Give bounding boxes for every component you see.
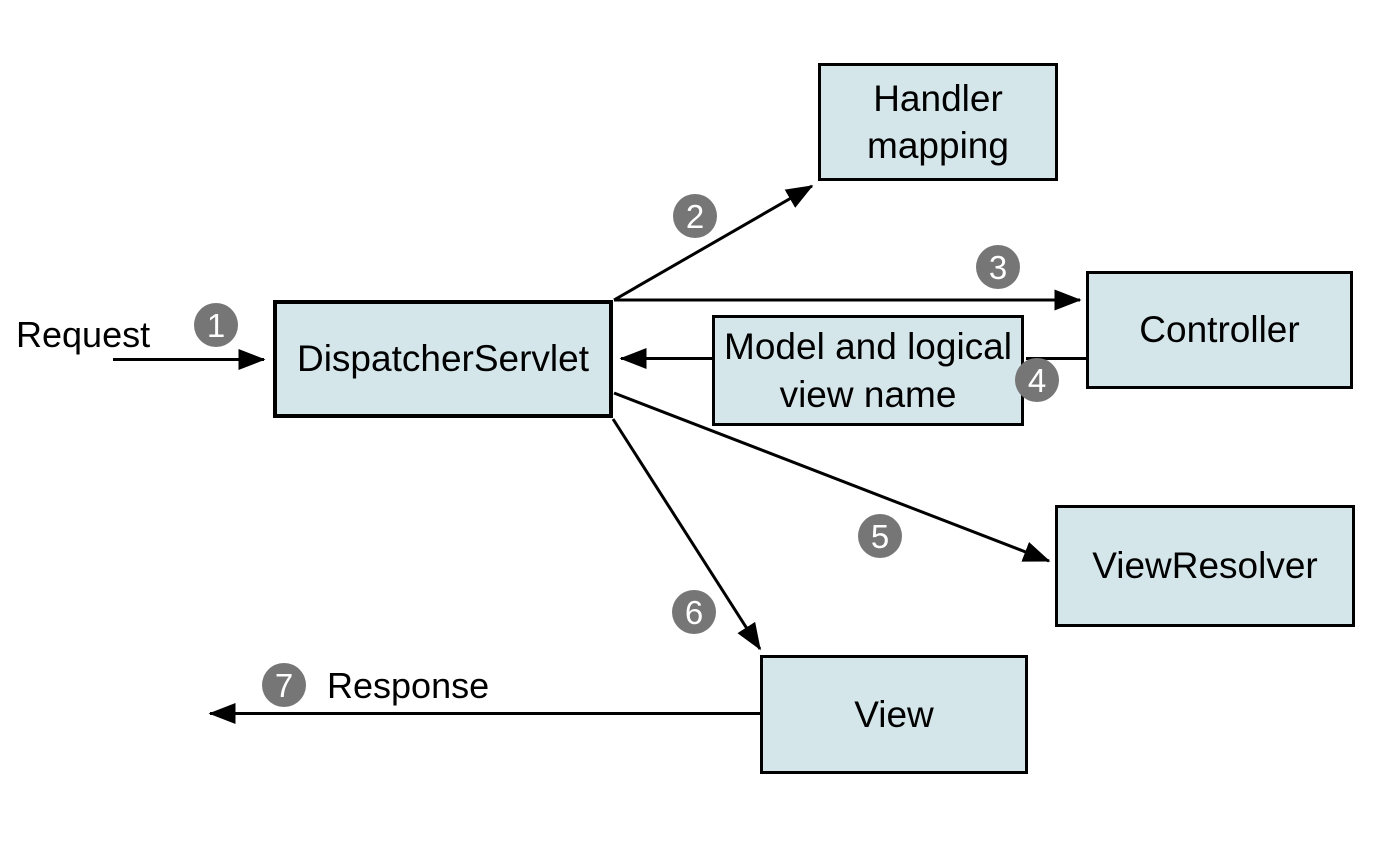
- request-label: Request: [16, 314, 151, 355]
- step-2-number: 2: [685, 197, 705, 235]
- step-3-badge: 3: [976, 245, 1020, 289]
- node-view: View: [760, 655, 1028, 774]
- step-6-number: 6: [684, 593, 704, 631]
- arrow-5-dispatcherservlet-to-viewresolver: [613, 391, 1051, 563]
- step-1-badge: 1: [194, 303, 238, 347]
- node-dispatcher-servlet: DispatcherServlet: [273, 300, 613, 418]
- step-4-badge: 4: [1015, 358, 1059, 402]
- node-controller-label: Controller: [1139, 309, 1300, 351]
- node-view-resolver-label: ViewResolver: [1092, 545, 1318, 587]
- step-2-badge: 2: [673, 194, 717, 238]
- step-7-badge: 7: [262, 663, 306, 707]
- node-handler-mapping: Handler mapping: [818, 63, 1058, 181]
- node-handler-mapping-label: Handler mapping: [867, 77, 1009, 166]
- step-6-badge: 6: [672, 590, 716, 634]
- step-5-badge: 5: [858, 514, 902, 558]
- step-7-number: 7: [274, 666, 294, 704]
- node-dispatcher-servlet-label: DispatcherServlet: [296, 338, 589, 380]
- step-5-number: 5: [870, 517, 890, 555]
- step-1-number: 1: [206, 306, 226, 344]
- node-model-and-logical-view-name: Model and logical view name: [712, 315, 1024, 426]
- step-3-number: 3: [988, 248, 1008, 286]
- arrow-6-dispatcherservlet-to-view: [611, 418, 762, 651]
- node-model-and-logical-view-name-label: Model and logical view name: [724, 326, 1012, 415]
- step-4-number: 4: [1027, 361, 1047, 399]
- arrow-2-dispatcherservlet-to-handler-mapping: [613, 184, 814, 302]
- node-view-label: View: [854, 693, 934, 735]
- node-controller: Controller: [1086, 271, 1353, 389]
- node-view-resolver: ViewResolver: [1055, 505, 1355, 627]
- response-label: Response: [327, 665, 490, 706]
